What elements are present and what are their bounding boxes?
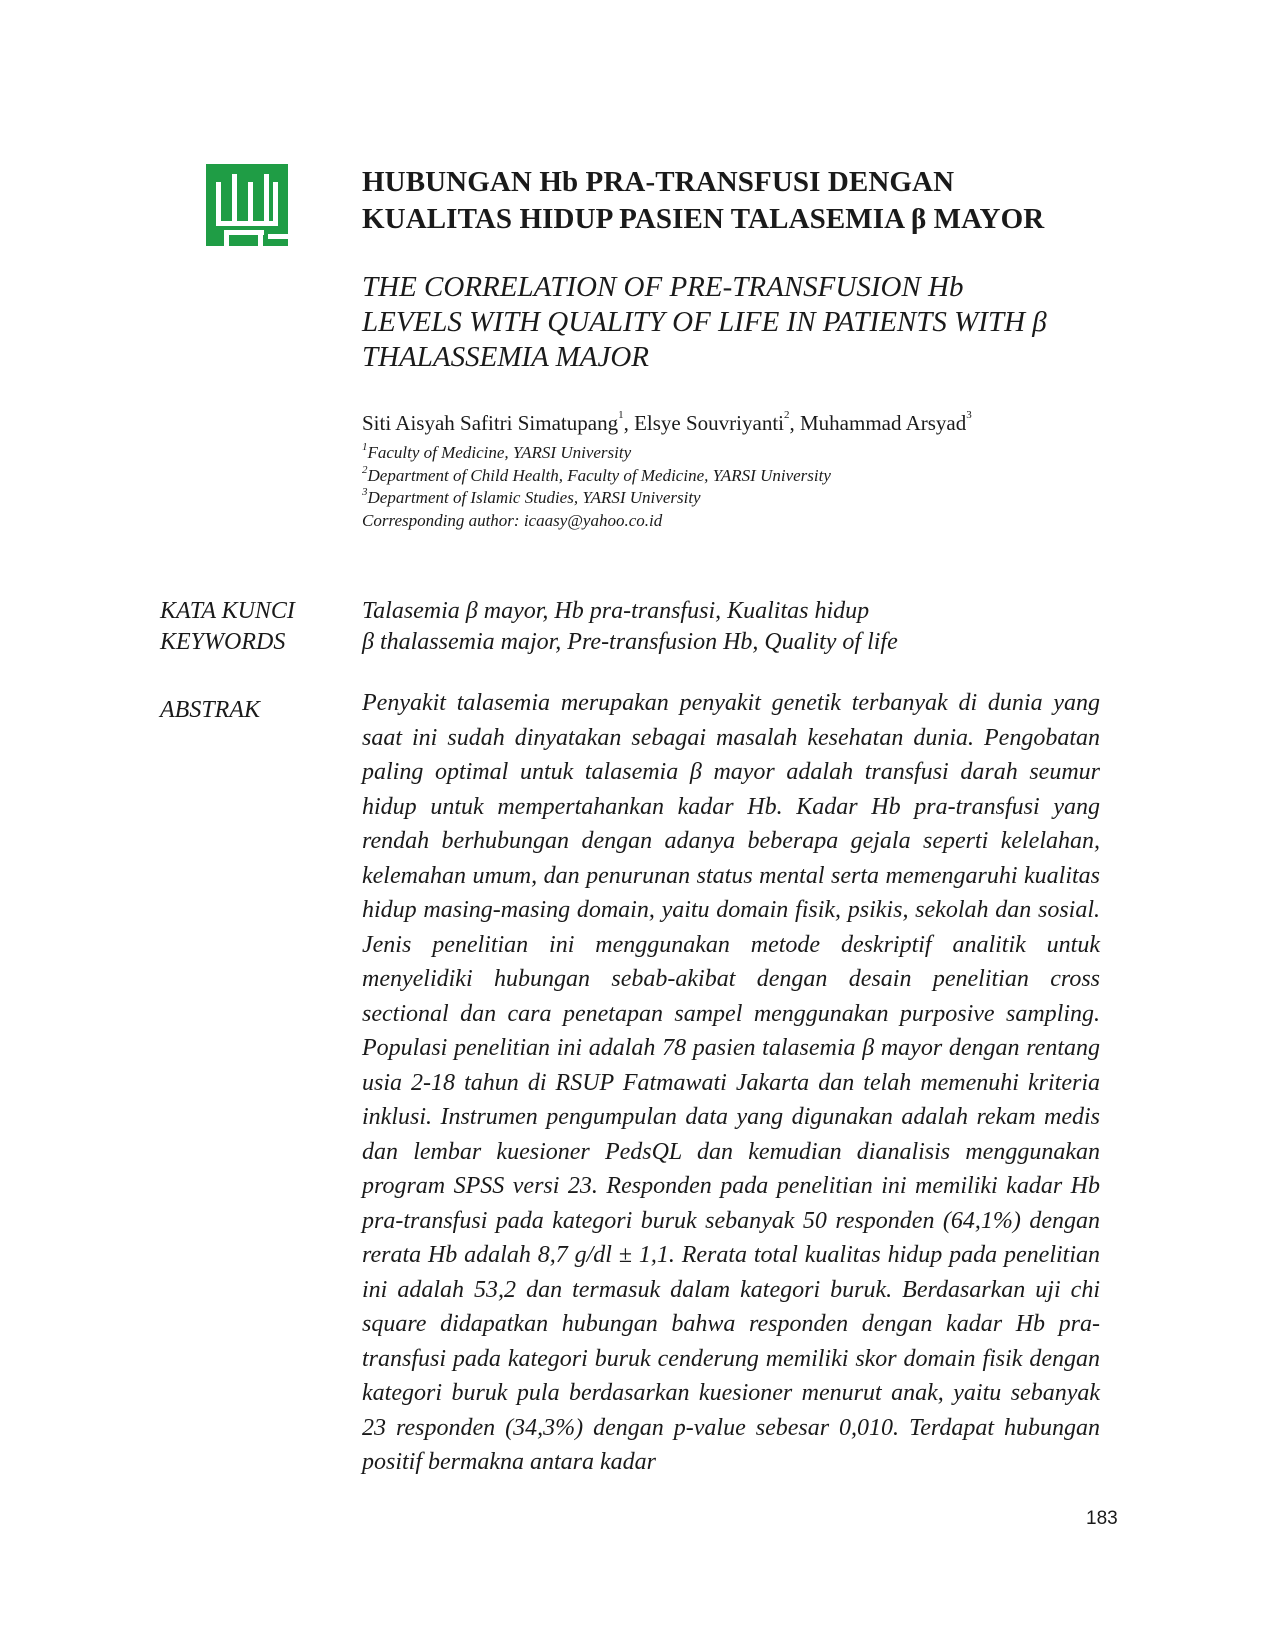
keywords-indonesian: Talasemia β mayor, Hb pra-transfusi, Kua… <box>362 598 870 624</box>
affiliation-item: 3Department of Islamic Studies, YARSI Un… <box>362 487 1142 510</box>
english-title-line-1: THE CORRELATION OF PRE-TRANSFUSION Hb <box>362 271 964 303</box>
author-affil-mark: 3 <box>966 409 972 421</box>
affiliation-item: 2Department of Child Health, Faculty of … <box>362 463 1142 488</box>
corresponding-author: Corresponding author: icaasy@yahoo.co.id <box>362 510 663 530</box>
author-affil-mark: 1 <box>618 409 624 421</box>
affiliation-text: Faculty of Medicine, YARSI University <box>367 443 632 462</box>
kata-kunci-label: KATA KUNCI <box>160 598 295 624</box>
affiliation-list: 1Faculty of Medicine, YARSI University 2… <box>362 442 1142 532</box>
title-line-1: HUBUNGAN Hb PRA-TRANSFUSI DENGAN <box>362 166 955 198</box>
affiliation-mark: 1 <box>362 441 368 453</box>
page-number: 183 <box>1086 1508 1118 1529</box>
title-line-2: KUALITAS HIDUP PASIEN TALASEMIA β MAYOR <box>362 203 1045 235</box>
keywords-label: KEYWORDS <box>160 629 286 655</box>
author-separator: , <box>789 411 800 435</box>
author-name: Muhammad Arsyad <box>800 411 967 435</box>
paper-title: HUBUNGAN Hb PRA-TRANSFUSI DENGAN KUALITA… <box>362 164 1142 238</box>
author-separator: , <box>623 411 635 435</box>
affiliation-text: Department of Child Health, Faculty of M… <box>367 465 831 485</box>
abstrak-label: ABSTRAK <box>160 697 260 723</box>
affiliation-item: 1Faculty of Medicine, YARSI University <box>362 442 1142 465</box>
affiliation-mark: 3 <box>362 486 368 498</box>
affiliation-text: Department of Islamic Studies, YARSI Uni… <box>367 488 701 507</box>
author-name: Elsye Souvriyanti <box>634 411 784 435</box>
university-logo <box>206 164 288 246</box>
affiliation-mark: 2 <box>362 463 368 476</box>
author-affil-mark: 2 <box>784 409 790 421</box>
abstract-text: Penyakit talasemia merupakan penyakit ge… <box>362 690 1100 1475</box>
keywords-english: β thalassemia major, Pre-transfusion Hb,… <box>362 629 898 655</box>
english-title-line-2: LEVELS WITH QUALITY OF LIFE IN PATIENTS … <box>362 306 1047 338</box>
english-title-line-3: THALASSEMIA MAJOR <box>362 341 649 373</box>
author-name: Siti Aisyah Safitri Simatupang <box>362 411 619 435</box>
author-list: Siti Aisyah Safitri Simatupang1, Elsye S… <box>362 410 1142 436</box>
keywords-block: Talasemia β mayor, Hb pra-transfusi, Kua… <box>362 596 1142 658</box>
english-title: THE CORRELATION OF PRE-TRANSFUSION Hb LE… <box>362 270 1142 375</box>
